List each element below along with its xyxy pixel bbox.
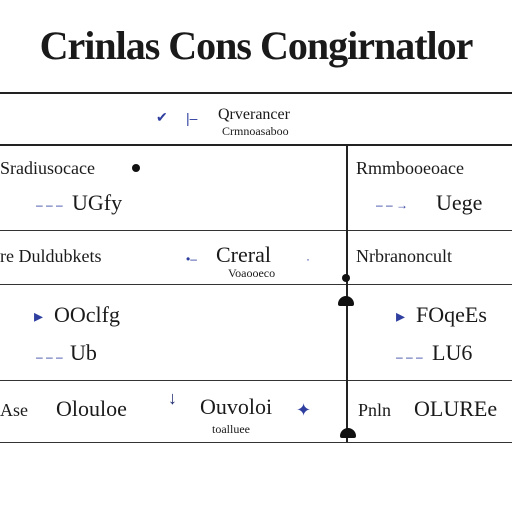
row3-left-value1: OOclfg bbox=[54, 302, 120, 327]
row4-right-b: OLUREe bbox=[414, 396, 498, 421]
bullet-mark-icon: •– bbox=[186, 252, 197, 266]
row1-right-label: Rmmbooeoace bbox=[356, 158, 464, 178]
row4-left-a: Ase bbox=[0, 400, 28, 420]
pipe-icon: |– bbox=[186, 110, 198, 126]
grid-line-2 bbox=[0, 284, 512, 285]
subheader-line1: Qrverancer bbox=[218, 106, 290, 123]
dash-icon-2: – – – bbox=[36, 350, 63, 364]
arrow-icon: – – → bbox=[376, 198, 409, 212]
row3-right-value2: LU6 bbox=[432, 340, 473, 365]
row4-center-sub: toalluee bbox=[212, 422, 250, 436]
row3-left-value2: Ub bbox=[70, 340, 97, 365]
grid-line-top bbox=[0, 144, 512, 146]
bullet-arrow-icon-2: ▸ bbox=[396, 306, 406, 326]
row1-left-value: UGfy bbox=[72, 190, 123, 215]
connector-dot-icon bbox=[342, 274, 350, 282]
grid-line-3 bbox=[0, 380, 512, 381]
connector-handle-icon-2 bbox=[340, 428, 356, 438]
dash-icon: – – – bbox=[36, 198, 63, 212]
grid-divider bbox=[346, 144, 348, 442]
row1-right-value: Uege bbox=[436, 190, 483, 215]
row4-center-label: Ouvoloi bbox=[200, 394, 273, 419]
bullet-arrow-icon: ▸ bbox=[34, 306, 44, 326]
row2-left-label: re Duldubkets bbox=[0, 246, 102, 266]
bullet-icon bbox=[132, 164, 140, 172]
subheader: ✔ |– Qrverancer Crmnoasaboo bbox=[150, 104, 350, 144]
grid-line-1 bbox=[0, 230, 512, 231]
down-arrow-icon: ↓ bbox=[168, 388, 177, 408]
small-mark-icon: · bbox=[306, 252, 310, 266]
grid-line-bottom bbox=[0, 442, 512, 443]
page-title: Crinlas Cons Congirnatlor bbox=[39, 23, 474, 68]
star-mark-icon: ✦ bbox=[296, 400, 312, 420]
connector-handle-icon bbox=[338, 296, 354, 306]
row4-left-b: Olouloe bbox=[56, 396, 127, 421]
subheader-line2: Crmnoasaboo bbox=[222, 124, 289, 138]
check-icon: ✔ bbox=[156, 111, 168, 126]
row3-right-value1: FOqeEs bbox=[416, 302, 487, 327]
row2-center-sub: Voaooeco bbox=[228, 266, 276, 280]
row1-left-label: Sradiusocace bbox=[0, 158, 95, 178]
row4-right-a: Pnln bbox=[358, 400, 392, 420]
title-divider bbox=[0, 92, 512, 94]
row2-right-label: Nrbranoncult bbox=[356, 246, 452, 266]
dash-icon-3: – – – bbox=[396, 350, 423, 364]
row2-center-label: Creral bbox=[216, 242, 271, 267]
